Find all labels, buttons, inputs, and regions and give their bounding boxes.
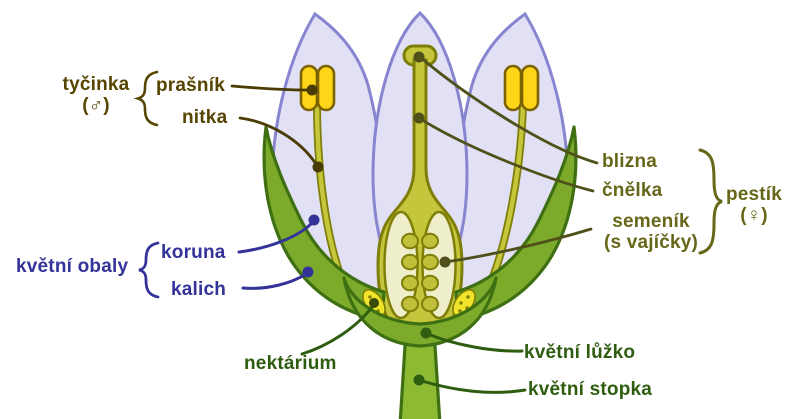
ovary-note: (s vajíčky) bbox=[603, 232, 699, 254]
label-filament: nitka bbox=[182, 107, 228, 128]
anther-callout-line bbox=[230, 84, 308, 92]
anther-dot bbox=[306, 84, 318, 96]
label-style: čnělka bbox=[602, 180, 663, 201]
label-calyx: kalich bbox=[171, 279, 227, 300]
label-corolla: koruna bbox=[161, 242, 226, 263]
label-pistil-group: pestík(♀) bbox=[716, 184, 792, 227]
pedicel-dot bbox=[413, 374, 425, 386]
right-anther-lobe bbox=[503, 64, 523, 112]
ovary-callout-line bbox=[443, 227, 593, 264]
male-symbol: (♂) bbox=[82, 95, 110, 117]
corolla-dot bbox=[308, 214, 320, 226]
label-receptacle: květní lůžko bbox=[524, 342, 636, 363]
callout-lines bbox=[230, 55, 599, 394]
ovary-dot bbox=[439, 256, 451, 268]
label-perianth-group: květní obaly bbox=[16, 256, 129, 277]
label-stigma: blizna bbox=[602, 151, 658, 172]
style-dot bbox=[413, 112, 425, 124]
label-stamen-group: tyčinka(♂) bbox=[38, 74, 154, 117]
label-nectary: nektárium bbox=[244, 353, 337, 374]
pistil-name: pestík bbox=[725, 184, 783, 205]
calyx-dot bbox=[302, 266, 314, 278]
right-nectary-dots bbox=[458, 295, 470, 313]
nectary-callout-line bbox=[300, 305, 374, 356]
stigma-callout-line bbox=[418, 55, 599, 165]
ovary-name: semeník bbox=[612, 211, 690, 232]
style-callout-line bbox=[417, 116, 595, 193]
female-symbol: (♀) bbox=[740, 205, 768, 227]
filament-dot bbox=[312, 161, 324, 173]
pistil bbox=[376, 44, 464, 347]
filament-callout-line bbox=[238, 116, 318, 166]
left-anther-lobe bbox=[316, 64, 336, 112]
ovules bbox=[401, 232, 439, 313]
corolla-callout-line bbox=[237, 221, 314, 254]
pistil-brace bbox=[698, 148, 723, 255]
calyx-callout-line bbox=[241, 272, 308, 290]
label-ovary: semeník(s vajíčky) bbox=[595, 211, 707, 254]
perianth-brace bbox=[138, 241, 160, 299]
nectary-dot bbox=[369, 298, 379, 308]
stigma-dot bbox=[413, 51, 425, 63]
receptacle bbox=[342, 276, 498, 348]
callout-dots bbox=[302, 51, 451, 386]
right-anther-lobe bbox=[520, 64, 540, 112]
stamen-name: tyčinka bbox=[62, 74, 130, 95]
braces bbox=[133, 70, 723, 299]
receptacle-dot bbox=[420, 327, 432, 339]
stamen-brace bbox=[133, 70, 159, 127]
label-pedicel: květní stopka bbox=[528, 379, 653, 400]
receptacle-callout-line bbox=[426, 332, 524, 353]
label-anther: prašník bbox=[156, 75, 225, 96]
pedicel-callout-line bbox=[420, 379, 527, 394]
